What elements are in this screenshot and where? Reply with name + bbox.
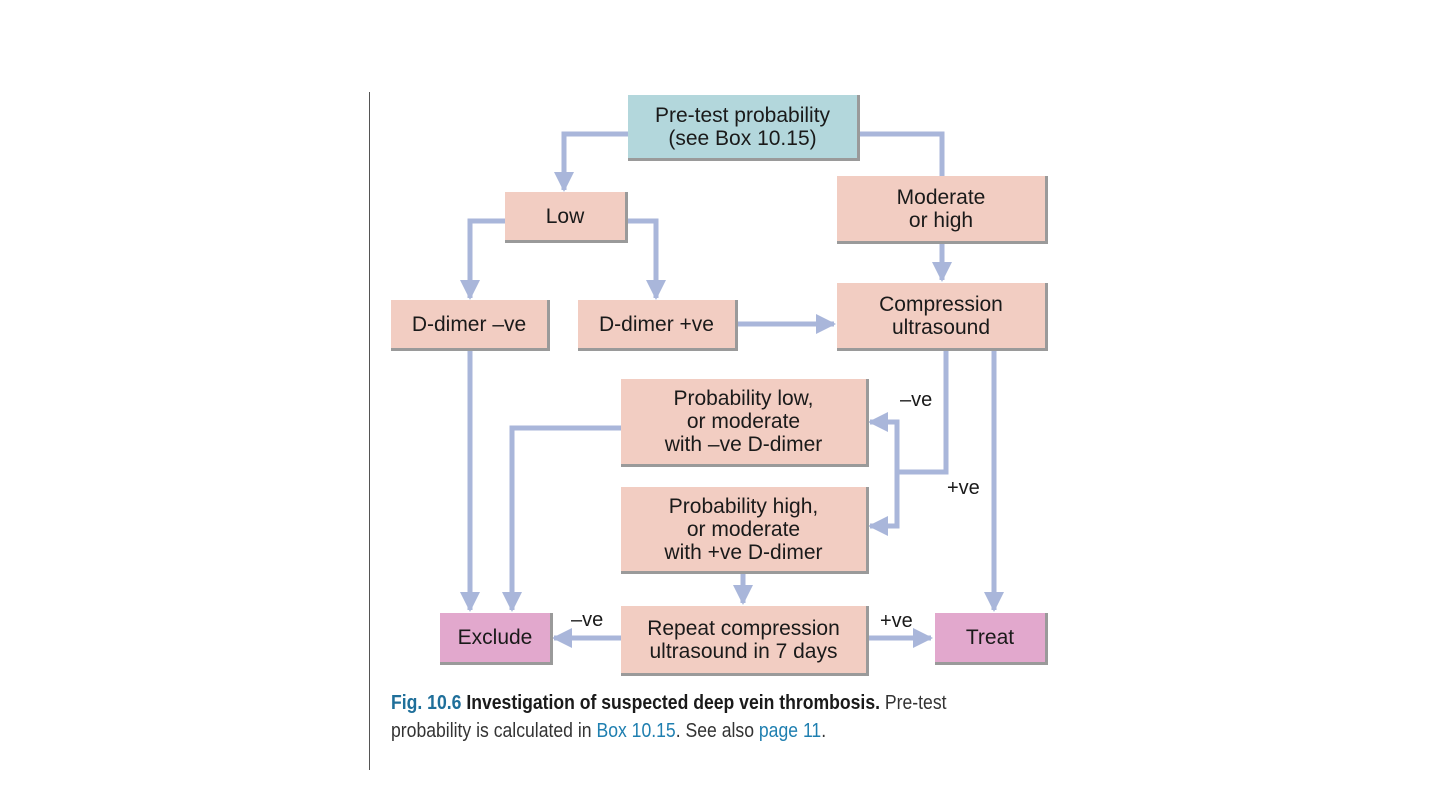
- arrow-low-to-ddimer-pos: [626, 218, 666, 300]
- edge-label-ultrasound-positive: +ve: [947, 477, 980, 499]
- node-moderate-or-high: Moderate or high: [837, 176, 1048, 244]
- caption-text-2: . See also: [675, 720, 759, 742]
- node-repeat-compression-ultrasound: Repeat compression ultrasound in 7 days: [621, 606, 869, 676]
- edge-label-ultrasound-negative: –ve: [900, 389, 933, 411]
- node-exclude: Exclude: [440, 613, 553, 665]
- node-compression-ultrasound: Compression ultrasound: [837, 283, 1048, 351]
- caption-text-1: Pre-test probability is calculated in: [391, 692, 947, 742]
- link-box-10-15[interactable]: Box 10.15: [596, 720, 676, 742]
- arrow-compression-neg-to-prob-high: [868, 472, 900, 536]
- edge-label-repeat-positive: +ve: [880, 610, 913, 632]
- node-ddimer-negative: D-dimer –ve: [391, 300, 550, 351]
- link-page-11[interactable]: page 11: [758, 720, 822, 742]
- left-margin-rule: [369, 92, 370, 770]
- figure-caption: Fig. 10.6 Investigation of suspected dee…: [391, 689, 1007, 745]
- figure-number: Fig. 10.6: [391, 692, 462, 714]
- arrow-pretest-to-moderate-high: [860, 131, 945, 176]
- node-treat: Treat: [935, 613, 1048, 665]
- arrow-compression-neg-to-prob-low: [868, 350, 949, 475]
- edge-label-repeat-negative: –ve: [571, 609, 604, 631]
- arrow-low-to-ddimer-neg: [460, 218, 505, 300]
- node-ddimer-positive: D-dimer +ve: [578, 300, 738, 351]
- node-probability-high-moderate: Probability high, or moderate with +ve D…: [621, 487, 869, 574]
- arrow-prob-low-to-exclude: [502, 425, 621, 612]
- caption-text-3: .: [821, 720, 827, 742]
- figure-title: Investigation of suspected deep vein thr…: [466, 692, 881, 714]
- arrow-pretest-to-low: [554, 131, 628, 192]
- node-pretest-probability: Pre-test probability (see Box 10.15): [628, 95, 860, 161]
- node-probability-low-moderate: Probability low, or moderate with –ve D-…: [621, 379, 869, 467]
- node-low: Low: [505, 192, 628, 243]
